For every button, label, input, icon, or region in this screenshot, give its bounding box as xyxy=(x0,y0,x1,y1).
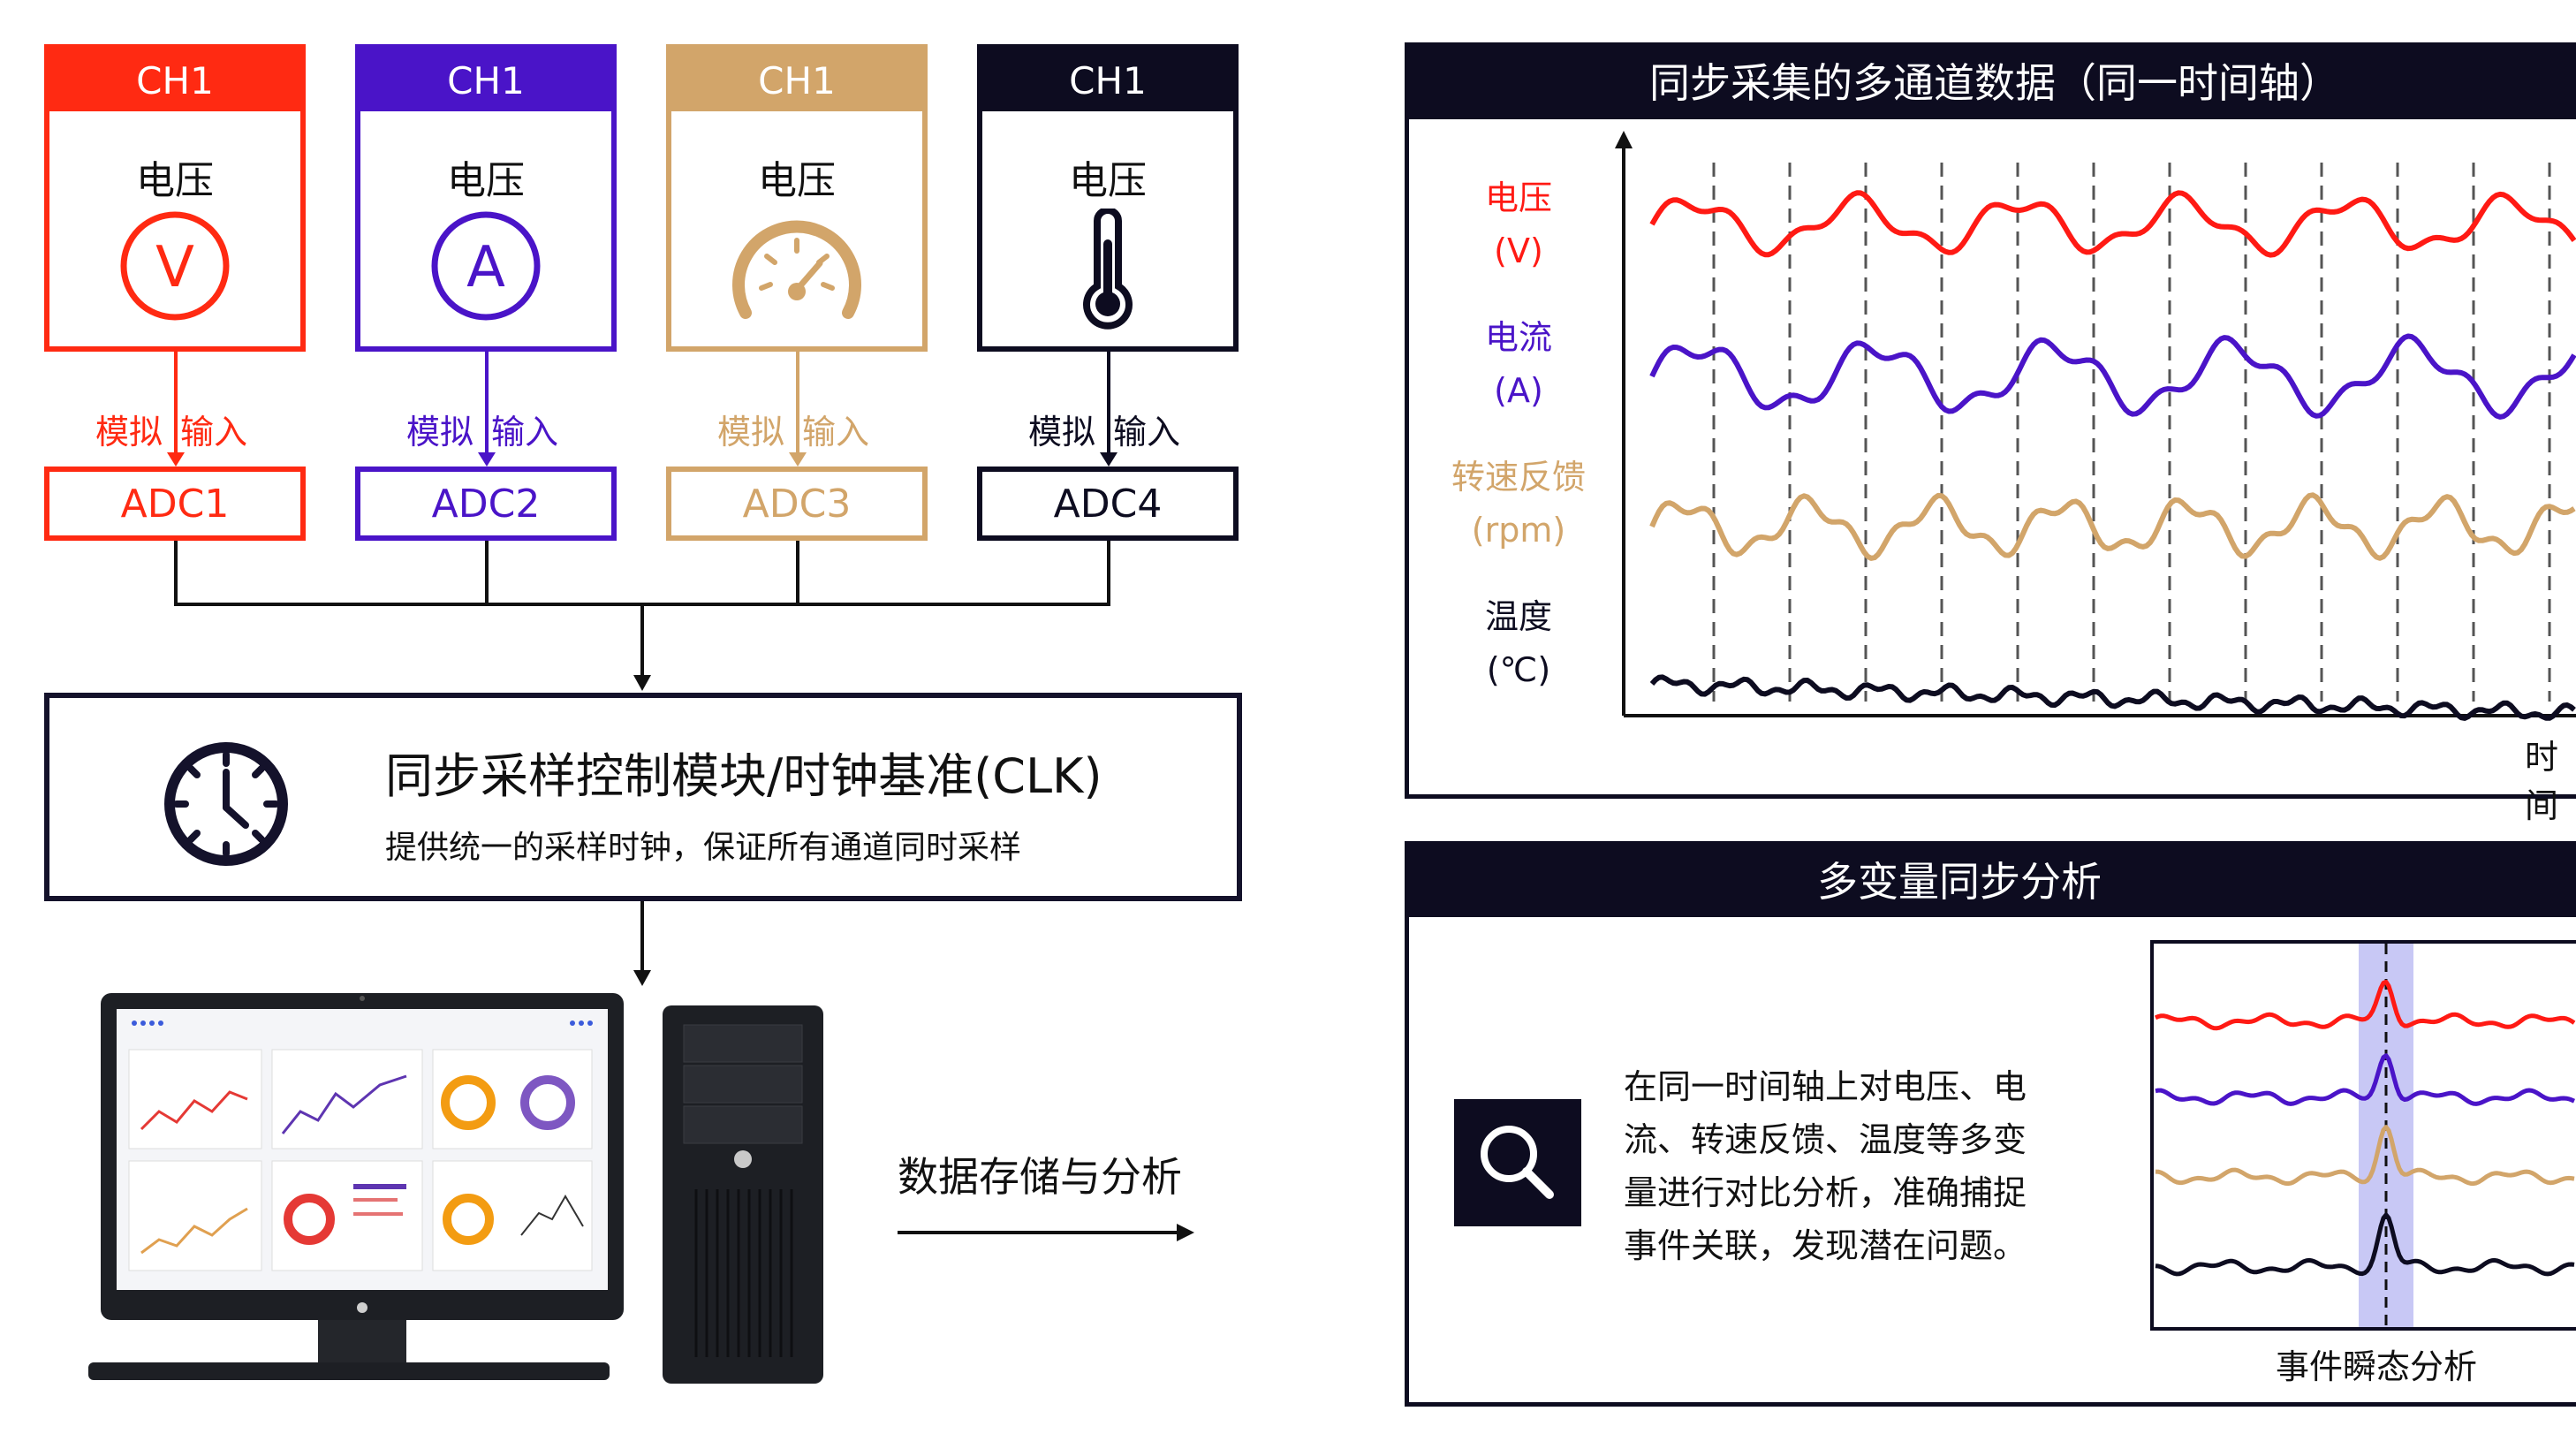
storage-arrow xyxy=(898,1224,1194,1241)
channel-name: 电压 xyxy=(136,158,214,203)
event-trace xyxy=(2155,1053,2575,1106)
trace-label: 转速反馈 (rpm) xyxy=(1443,451,1594,557)
channel-header: CH1 xyxy=(982,49,1233,111)
signal-connector-lines xyxy=(167,352,1118,986)
trace-unit: (rpm) xyxy=(1471,511,1566,550)
voltmeter-icon: V xyxy=(49,209,300,323)
event-trace xyxy=(2154,979,2576,1031)
analog-input-label: 模拟输入 xyxy=(95,405,247,453)
trace-name: 电流 xyxy=(1484,318,1552,357)
waveform-trace xyxy=(1649,674,2576,721)
analog-label: 模拟 xyxy=(717,413,785,451)
channel-card: CH1 电压 xyxy=(977,44,1239,352)
waveform-trace xyxy=(1649,492,2576,561)
event-trace xyxy=(2155,1212,2575,1277)
trace-label: 电流 (A) xyxy=(1443,311,1594,417)
trace-name: 转速反馈 xyxy=(1451,458,1586,497)
event-transient-chart xyxy=(2150,940,2576,1331)
analysis-line: 流、转速反馈、温度等多变 xyxy=(1624,1120,2027,1159)
channel-header: CH1 xyxy=(49,49,300,111)
input-label: 输入 xyxy=(180,413,248,451)
trace-unit: (℃) xyxy=(1486,650,1551,689)
input-label: 输入 xyxy=(802,413,870,451)
channel-header: CH1 xyxy=(671,49,922,111)
trace-name: 温度 xyxy=(1484,597,1552,636)
channel-card: CH1 电压 V xyxy=(44,44,306,352)
channel-name: 电压 xyxy=(758,158,836,203)
channel-name: 电压 xyxy=(1069,158,1147,203)
channel-card: CH1 电压 xyxy=(666,44,928,352)
channel-card: CH1 电压 A xyxy=(355,44,617,352)
adc-block: ADC1 xyxy=(44,467,306,541)
y-axis-arrow xyxy=(1615,131,1633,148)
event-chart-caption: 事件瞬态分析 xyxy=(2276,1347,2478,1386)
adc-block: ADC2 xyxy=(355,467,617,541)
storage-analysis-label: 数据存储与分析 xyxy=(898,1153,1182,1201)
trace-unit: (A) xyxy=(1494,371,1543,410)
clock-icon xyxy=(155,733,297,878)
time-axis-label: 时间 xyxy=(2525,738,2559,825)
adc-block: ADC4 xyxy=(977,467,1239,541)
analysis-line: 在同一时间轴上对电压、电 xyxy=(1624,1067,2027,1106)
channel-name: 电压 xyxy=(447,158,525,203)
analog-label: 模拟 xyxy=(406,413,474,451)
trace-label: 电压 (V) xyxy=(1443,171,1594,277)
thermometer-icon xyxy=(982,209,1233,332)
waveform-trace xyxy=(1649,190,2576,258)
analysis-description: 在同一时间轴上对电压、电 流、转速反馈、温度等多变 量进行对比分析，准确捕捉 事… xyxy=(1624,1060,2027,1272)
waveform-trace xyxy=(1649,333,2576,420)
trace-label: 温度 (℃) xyxy=(1443,590,1594,696)
search-icon xyxy=(1454,1099,1581,1226)
analysis-line: 事件关联，发现潜在问题。 xyxy=(1624,1226,2027,1265)
input-label: 输入 xyxy=(491,413,559,451)
sync-data-panel-title: 同步采集的多通道数据（同一时间轴） xyxy=(1405,42,2576,118)
sync-clock-module: 同步采样控制模块/时钟基准(CLK) 提供统一的采样时钟，保证所有通道同时采样 xyxy=(44,693,1242,901)
adc-block: ADC3 xyxy=(666,467,928,541)
analog-input-label: 模拟输入 xyxy=(717,405,869,453)
analysis-panel-title: 多变量同步分析 xyxy=(1405,841,2576,917)
event-trace xyxy=(2155,1125,2575,1187)
trace-unit: (V) xyxy=(1494,231,1543,270)
computer-monitor-icon xyxy=(88,988,636,1391)
analog-input-label: 模拟输入 xyxy=(406,405,558,453)
analog-label: 模拟 xyxy=(95,413,163,451)
icon-letter: A xyxy=(466,235,505,300)
channel-header: CH1 xyxy=(360,49,611,111)
sync-waveform-chart xyxy=(1615,131,2576,721)
clock-module-title: 同步采样控制模块/时钟基准(CLK) xyxy=(385,748,1102,804)
ammeter-icon: A xyxy=(360,209,611,323)
pc-tower-icon xyxy=(661,1004,825,1389)
analysis-line: 量进行对比分析，准确捕捉 xyxy=(1624,1173,2027,1212)
trace-name: 电压 xyxy=(1484,178,1552,217)
input-label: 输入 xyxy=(1113,413,1181,451)
analog-label: 模拟 xyxy=(1028,413,1096,451)
icon-letter: V xyxy=(155,235,194,300)
clock-module-subtitle: 提供统一的采样时钟，保证所有通道同时采样 xyxy=(385,830,1022,866)
tachometer-icon xyxy=(671,209,922,323)
analog-input-label: 模拟输入 xyxy=(1028,405,1180,453)
